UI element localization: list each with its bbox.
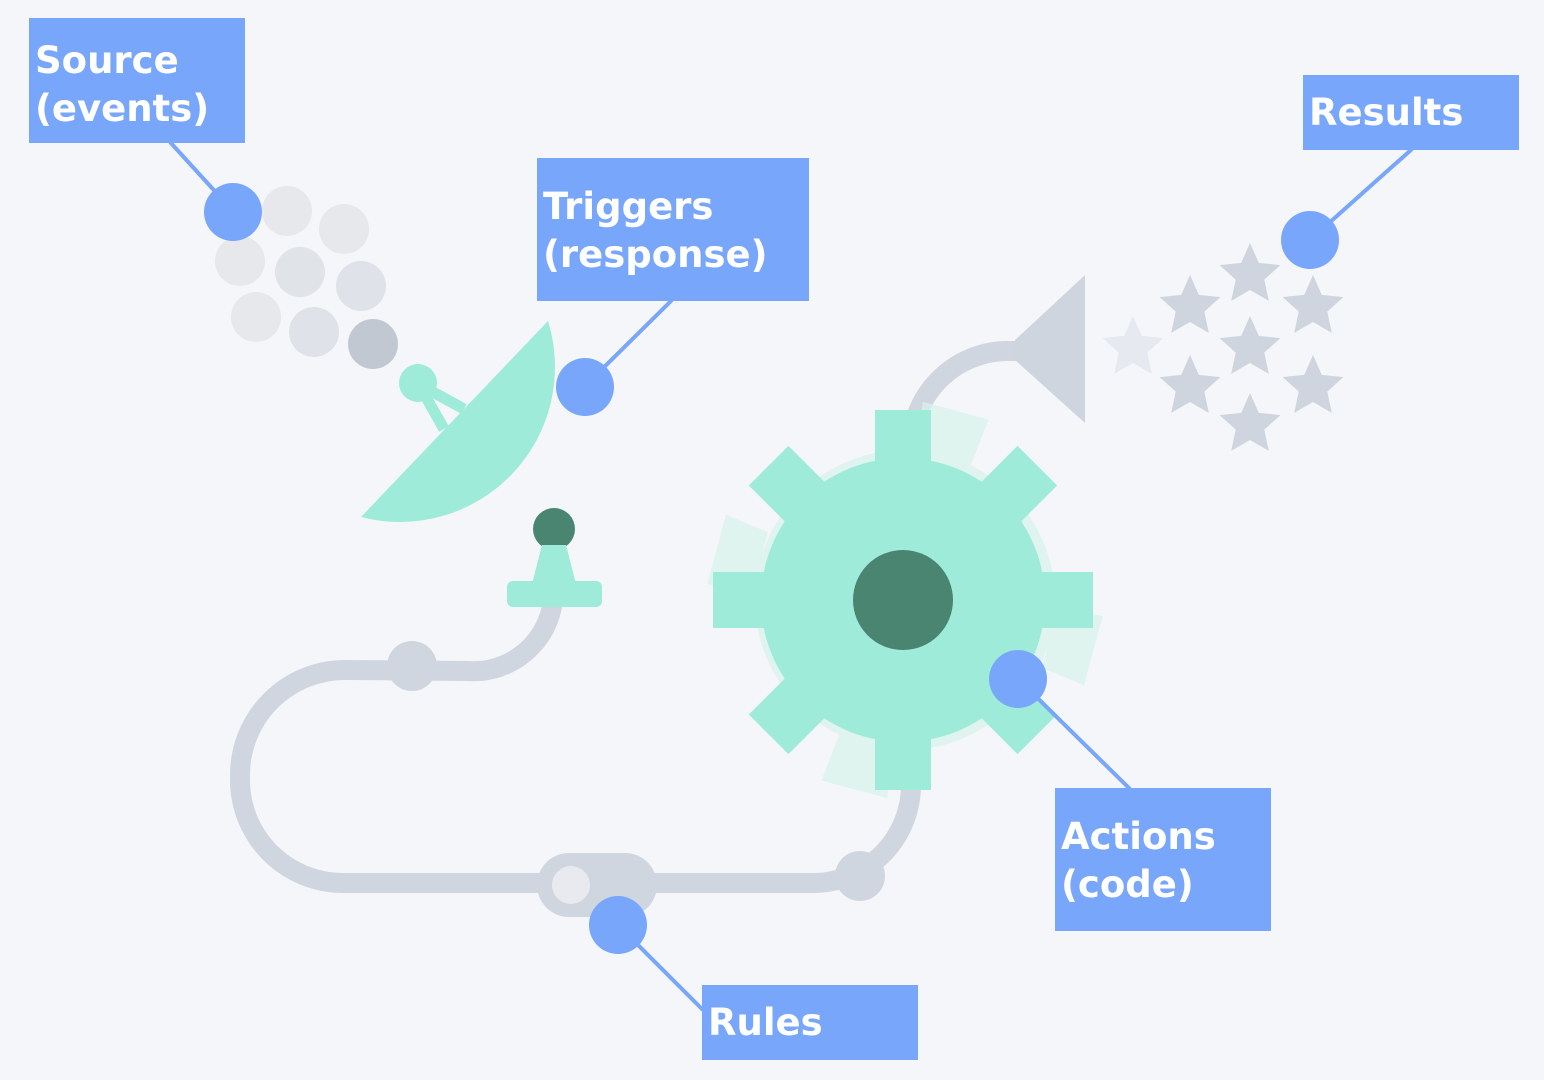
pointer-dot-rules	[589, 896, 647, 954]
star-6	[1159, 355, 1221, 413]
star-5	[1219, 316, 1281, 374]
star-2	[1159, 275, 1221, 333]
pipe-joint-right	[835, 851, 885, 901]
star-3	[1282, 275, 1344, 333]
event-dots-icon	[215, 186, 398, 369]
pointer-dot-source	[204, 183, 262, 241]
label-triggers: Triggers (response)	[537, 158, 809, 301]
label-source-line2: (events)	[35, 87, 210, 130]
label-actions-line2: (code)	[1061, 863, 1194, 906]
pointer-dot-triggers	[556, 358, 614, 416]
pointer-dot-results	[1281, 211, 1339, 269]
pipe-joint-left	[387, 641, 437, 691]
label-actions: Actions (code)	[1055, 788, 1271, 931]
dish-antenna-tip	[399, 364, 437, 402]
gear-hub	[853, 550, 953, 650]
star-7	[1282, 355, 1344, 413]
label-source-line1: Source	[35, 39, 179, 82]
label-actions-line1: Actions	[1061, 815, 1216, 858]
label-triggers-line2: (response)	[543, 233, 768, 276]
label-results: Results	[1303, 75, 1519, 150]
label-rules: Rules	[702, 985, 918, 1060]
label-rules-line1: Rules	[708, 1001, 823, 1044]
gear-icon	[707, 401, 1103, 799]
label-triggers-line1: Triggers	[543, 185, 714, 228]
star-4	[1102, 316, 1164, 374]
pointer-dots	[204, 183, 1339, 954]
star-8	[1219, 393, 1281, 451]
star-1	[1219, 243, 1281, 301]
dish-hub	[533, 508, 575, 550]
label-results-line1: Results	[1309, 91, 1464, 134]
pointer-dot-actions	[989, 650, 1047, 708]
satellite-dish-icon	[361, 321, 602, 607]
dish-bowl	[361, 321, 555, 522]
stars-icon	[1102, 243, 1344, 451]
dish-base	[507, 581, 602, 607]
rules-valve-knob	[552, 866, 590, 904]
funnel-nozzle-icon	[1015, 275, 1085, 423]
label-source: Source (events)	[29, 18, 245, 143]
dish-stand	[532, 545, 576, 584]
